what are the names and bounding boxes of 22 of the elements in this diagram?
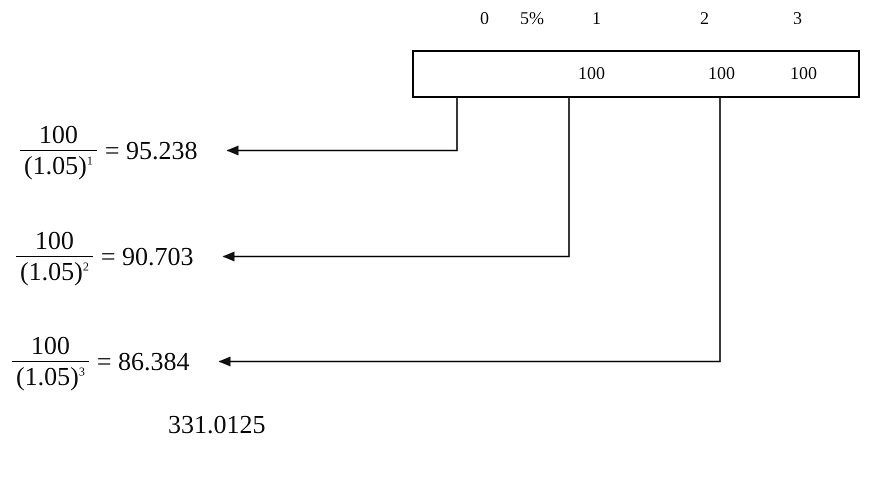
present-value: = 86.384 xyxy=(96,346,190,376)
denominator: (1.05)$^{3}$ xyxy=(12,361,89,392)
total-value: 331.0125 xyxy=(168,410,266,440)
timeline-box xyxy=(412,50,860,98)
cash-flow-value: 100 xyxy=(578,63,605,84)
numerator: 100 xyxy=(30,331,70,361)
numerator: 100 xyxy=(34,226,74,256)
present-value: = 95.238 xyxy=(104,136,198,166)
tick-label: 2 xyxy=(700,8,709,29)
cash-flow-value: 100 xyxy=(790,63,817,84)
arrow xyxy=(218,98,721,366)
arrow xyxy=(222,98,570,262)
present-value: = 90.703 xyxy=(100,242,194,272)
tick-label: 3 xyxy=(793,8,802,29)
denominator: (1.05)$^{1}$ xyxy=(20,150,97,181)
rate-label: 5% xyxy=(520,8,544,29)
denominator: (1.05)$^{2}$ xyxy=(16,256,93,287)
cash-flow-value: 100 xyxy=(708,63,735,84)
arrow xyxy=(226,98,458,156)
tick-label: 0 xyxy=(480,8,489,29)
numerator: 100 xyxy=(38,120,78,150)
tick-label: 1 xyxy=(592,8,601,29)
